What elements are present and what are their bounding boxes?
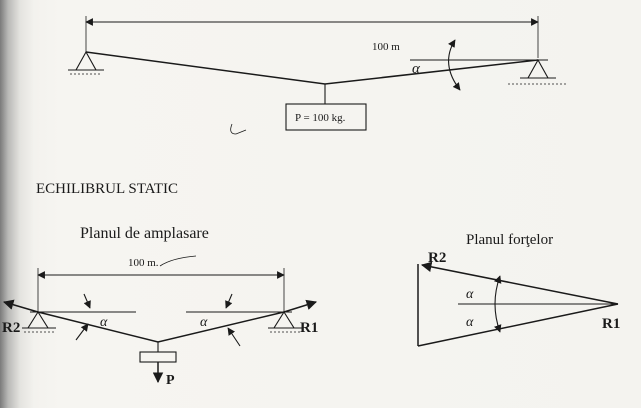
force-r2-label: R2 [428, 250, 446, 266]
top-cable [85, 51, 539, 85]
top-diagram: 100 m α P = 100 kg. [68, 16, 566, 135]
pencil-mark [230, 123, 247, 135]
layout-load-label: P [166, 373, 175, 388]
section-title: ECHILIBRUL STATIC [36, 181, 178, 197]
force-plan-title: Planul forţelor [466, 232, 553, 248]
top-load-label: P = 100 kg. [295, 112, 346, 124]
force-r1-label: R1 [602, 316, 620, 332]
force-plan: Planul forţelor α α R2 R1 [417, 232, 620, 347]
layout-plan-title: Planul de amplasare [80, 225, 209, 242]
layout-angle-arrow-right-top [225, 293, 233, 309]
layout-reaction-right-label: R1 [300, 320, 318, 336]
layout-span-label: 100 m. [128, 257, 159, 269]
layout-load-block [139, 351, 177, 363]
force-vector-r2 [420, 261, 619, 305]
layout-angle-arrow-left-top [83, 293, 91, 309]
top-load-box [285, 103, 367, 131]
top-left-support [68, 50, 104, 75]
layout-reaction-arrow-right [283, 299, 318, 313]
layout-alpha-left: α [100, 315, 108, 330]
layout-angle-arrow-left-bottom [75, 323, 89, 341]
layout-alpha-right: α [200, 315, 208, 330]
layout-cable [37, 311, 285, 343]
force-vector-r1 [417, 303, 619, 347]
layout-angle-arrow-right-bottom [227, 327, 241, 347]
top-right-support [508, 58, 566, 85]
top-span-label: 100 m [372, 41, 400, 53]
layout-right-support [268, 310, 302, 333]
layout-span-leader [159, 255, 197, 267]
layout-left-support [22, 310, 56, 333]
top-angle-arc [448, 39, 461, 91]
layout-plan: Planul de amplasare 100 m. [2, 225, 318, 388]
force-angle-arc [494, 275, 502, 333]
layout-reaction-left-label: R2 [2, 320, 20, 336]
force-alpha-top: α [466, 287, 474, 302]
layout-reaction-arrow-left [2, 299, 39, 313]
force-alpha-bottom: α [466, 315, 474, 330]
top-alpha-label: α [412, 61, 421, 77]
